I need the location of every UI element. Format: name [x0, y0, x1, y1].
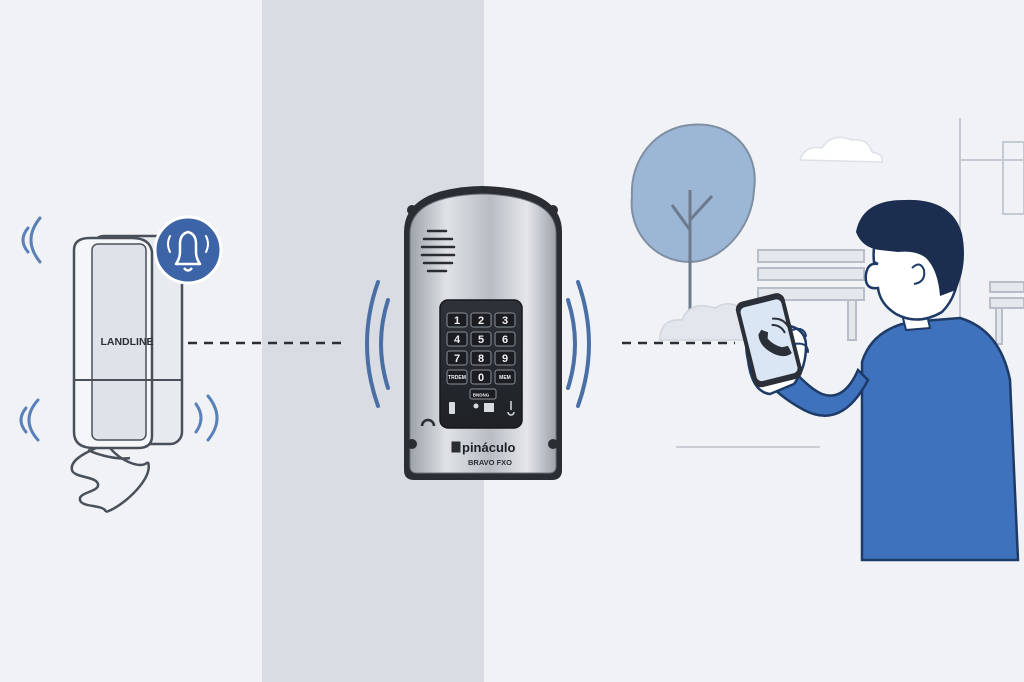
keypad-key-label: MEM: [499, 375, 511, 381]
keypad-key-2[interactable]: 2: [470, 312, 492, 328]
keypad-key-label: 3: [502, 315, 508, 327]
small-bench: [989, 281, 1024, 345]
brand-name: pináculo: [462, 440, 516, 455]
keypad-key-mem[interactable]: MEM: [494, 369, 516, 385]
keypad-key-label: 1: [454, 315, 460, 327]
model-name: BRAVO FXO: [468, 458, 512, 467]
door-icon: [449, 402, 455, 414]
smartphone: [735, 293, 803, 388]
key-icon: [507, 401, 515, 416]
outdoor-scene: [630, 118, 1024, 448]
hand-icon: [484, 403, 494, 412]
keypad-key-label: 7: [454, 353, 460, 365]
ring-vibration-icon: [19, 216, 219, 442]
keypad-key-3[interactable]: 3: [494, 312, 516, 328]
landline-label: LANDLINE: [100, 336, 153, 348]
keypad-key-7[interactable]: 7: [446, 350, 468, 366]
bell-icon: [153, 215, 223, 285]
keypad-key-4[interactable]: 4: [446, 331, 468, 347]
keypad-key-label: TRDEM: [448, 375, 466, 381]
keypad-key-1[interactable]: 1: [446, 312, 468, 328]
signal-waves-icon: [365, 280, 591, 408]
keypad-key-0[interactable]: 0: [470, 369, 492, 385]
keypad-key-label: 4: [454, 334, 461, 346]
keypad-key-label: 2: [478, 315, 484, 327]
keypad-key-label: BNDNG: [473, 393, 490, 398]
person-with-phone: [735, 199, 1020, 562]
led-indicator-icon: [420, 418, 436, 427]
phone-call-icon: [758, 317, 792, 357]
coiled-cord: [70, 446, 150, 514]
keypad-key-label: 6: [502, 334, 508, 346]
keypad-key-label: 8: [478, 353, 484, 365]
hair: [856, 199, 964, 296]
keypad-key-label: 5: [478, 334, 484, 346]
brand-logo: pináculo: [451, 440, 516, 455]
screws: [407, 205, 558, 449]
keypad-key-5[interactable]: 5: [470, 331, 492, 347]
speaker-grille-icon: [420, 229, 456, 273]
cloud: [798, 136, 884, 163]
keypad-key-9[interactable]: 9: [494, 350, 516, 366]
person-icon: [473, 403, 479, 409]
keypad-key-8[interactable]: 8: [470, 350, 492, 366]
landline-phone: LANDLINE: [19, 215, 223, 514]
keypad-icons: [449, 401, 515, 416]
keypad-key-6[interactable]: 6: [494, 331, 516, 347]
keypad-key-label: 0: [478, 372, 484, 384]
keypad-key-bndng[interactable]: BNDNG: [469, 388, 497, 400]
keypad-key-trdem[interactable]: TRDEM: [446, 369, 468, 385]
shirt: [860, 316, 1020, 562]
keypad-key-label: 9: [502, 353, 508, 365]
